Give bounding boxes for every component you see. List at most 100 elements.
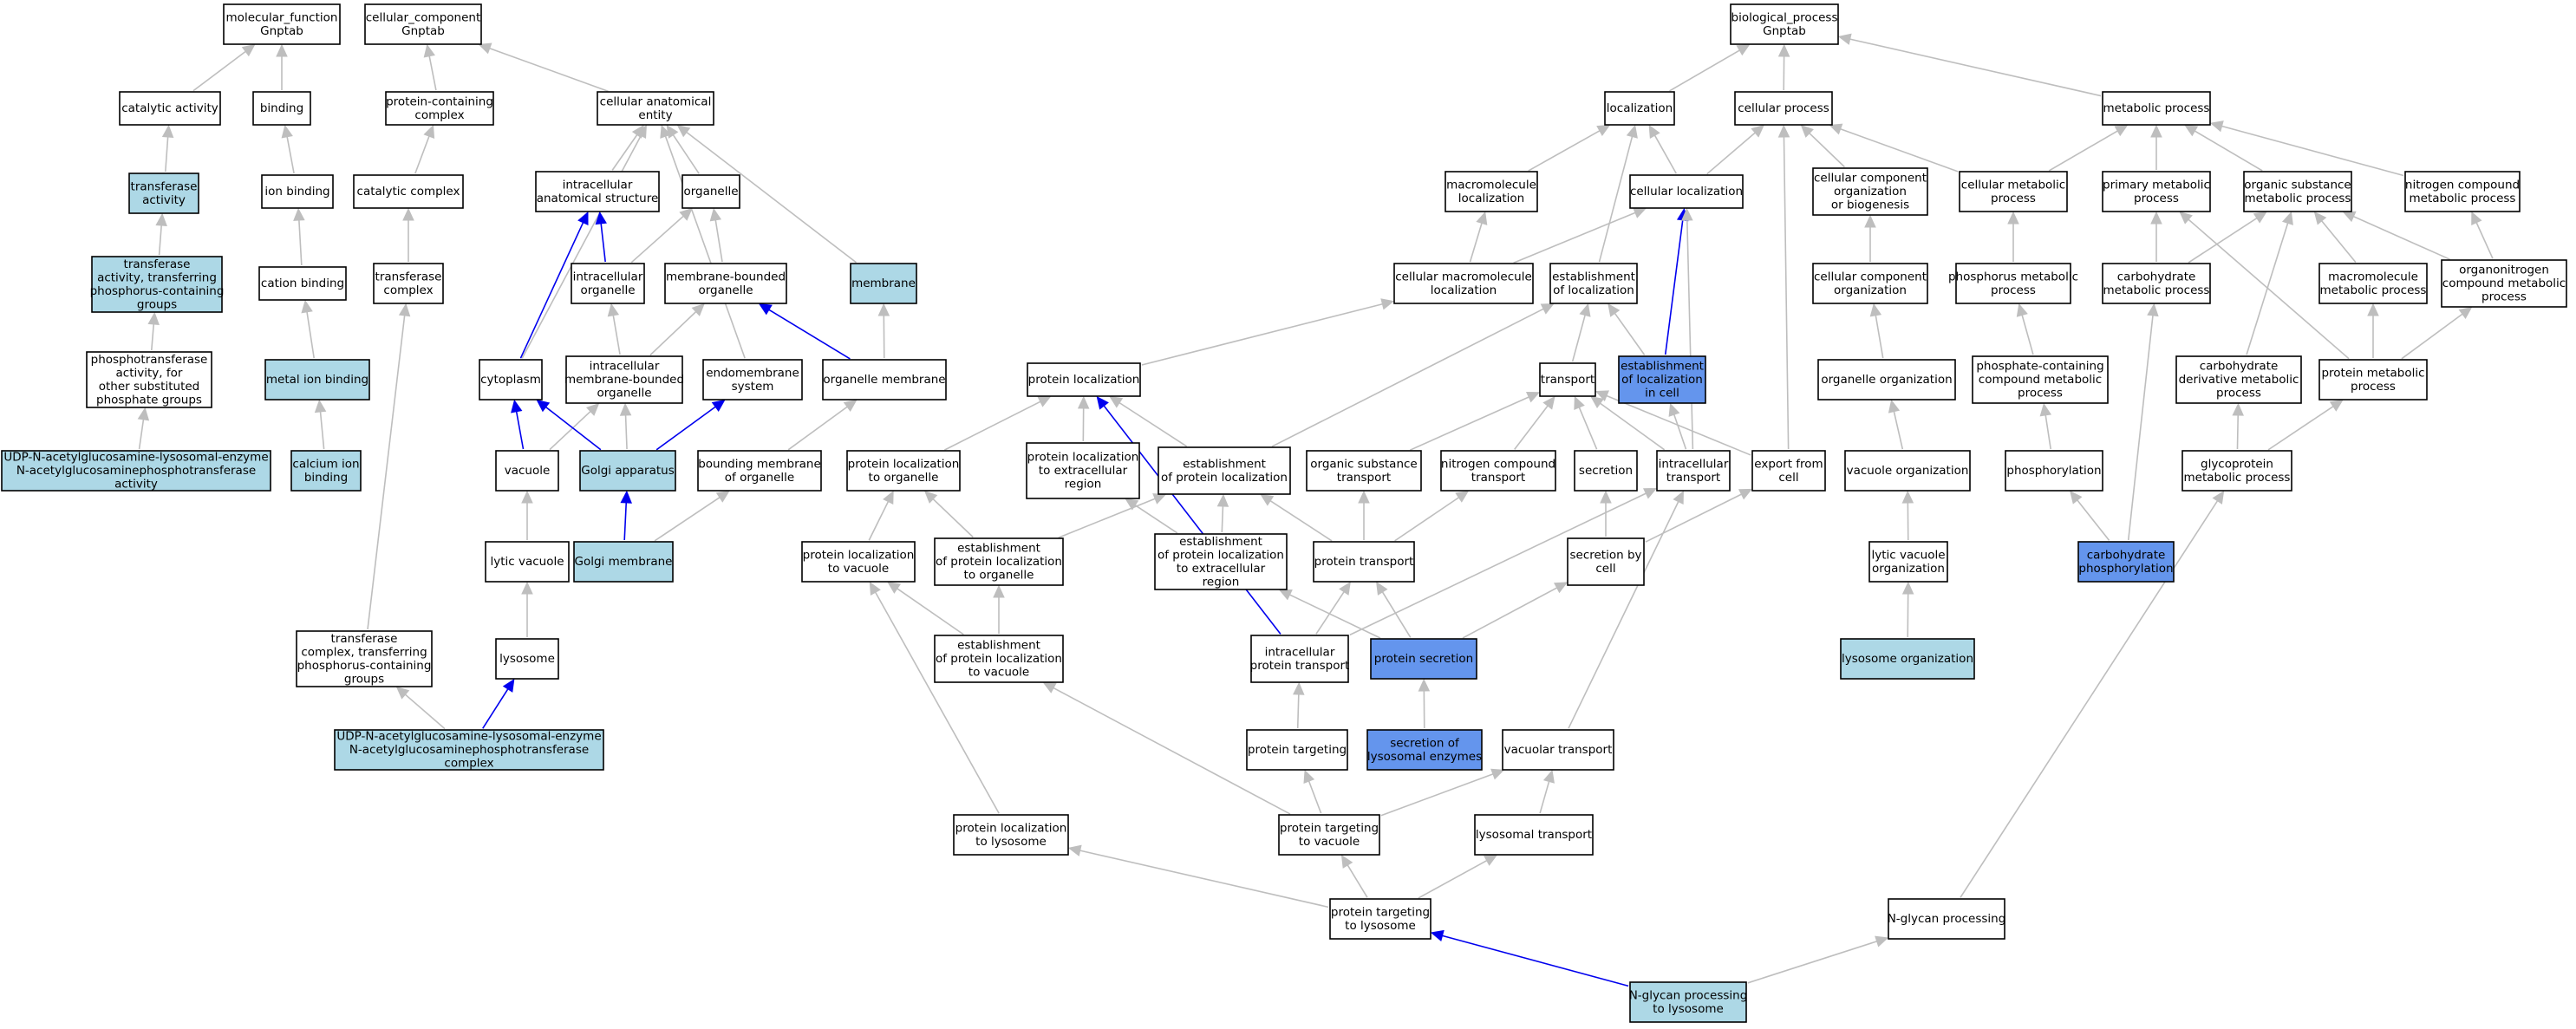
edge-vactrans-to-inttrans [1568, 490, 1684, 729]
edge-line [2021, 315, 2034, 355]
node-box [264, 359, 370, 401]
arrowhead-icon [1869, 303, 1882, 317]
arrowhead-icon [843, 399, 858, 413]
edge-export-to-cellproc [1777, 124, 1790, 450]
edge-glycomet-to-protmet [2267, 399, 2344, 451]
node-label: protein localization [955, 821, 1067, 835]
node-label: of protein localization [936, 555, 1062, 569]
node-label: protein localization [1027, 451, 1139, 465]
edge-line [414, 135, 430, 174]
node-catcomplex: catalytic complex [353, 174, 464, 209]
node-box [1868, 541, 1948, 583]
edge-line [2321, 220, 2357, 263]
node-box [1158, 446, 1291, 495]
edge-ipt-to-prottrans [1315, 581, 1351, 635]
edge-catact-to-mf [192, 43, 256, 92]
node-box [1629, 981, 1747, 1023]
node-box [479, 359, 543, 401]
edge-line [1960, 500, 2219, 898]
node-box [1313, 541, 1415, 583]
arrowhead-icon [1681, 207, 1693, 221]
node-label: metal ion binding [266, 373, 368, 387]
edge-line [1706, 132, 1756, 175]
node-label: cellular_component [366, 10, 480, 24]
node-box [1306, 450, 1422, 492]
node-box [597, 91, 714, 126]
edge-phosphotrans-to-taphos [147, 311, 160, 351]
arrowhead-icon [585, 402, 600, 416]
edge-vacuole-to-imbo [549, 402, 600, 451]
arrowhead-icon [161, 124, 174, 138]
node-label: ion binding [264, 185, 329, 199]
edge-line [2188, 218, 2350, 360]
edge-epito-to-estprotloc [1058, 493, 1167, 538]
arrowhead-icon [395, 686, 410, 700]
edge-imbo-to-mbo [649, 303, 705, 356]
arrowhead-icon [147, 311, 160, 326]
arrowhead-icon [1590, 395, 1604, 408]
node-label: to vacuole [828, 562, 889, 576]
edge-ost-to-transport [1409, 392, 1541, 451]
node-label: nitrogen compound [2405, 178, 2520, 192]
arrowhead-icon [1484, 854, 1498, 866]
edge-epito-to-plto [923, 490, 974, 538]
node-box [1812, 167, 1928, 216]
node-label: molecular_function [226, 10, 338, 24]
node-label: cellular metabolic [1961, 178, 2065, 192]
node-box [1445, 171, 1538, 212]
node-label: secretion [1579, 464, 1633, 478]
node-label: vacuole [505, 464, 551, 478]
node-box [1840, 638, 1975, 680]
node-protloc: protein localization [1027, 362, 1141, 397]
edge-line [654, 497, 721, 542]
edge-line [489, 48, 609, 93]
edge-epitecr-to-pltecr [1125, 498, 1178, 534]
edge-osmp-to-metproc [2184, 124, 2263, 172]
node-vactrans: vacuolar transport [1502, 729, 1614, 771]
arrowhead-icon [2007, 211, 2019, 225]
edge-protloc-to-cml [1141, 298, 1395, 366]
node-label: metabolic process [2103, 283, 2210, 297]
node-label: transferase [124, 257, 191, 271]
arrowhead-icon [1673, 490, 1684, 505]
node-box [2404, 171, 2521, 212]
arrowhead-icon [1278, 589, 1293, 601]
node-label: macromolecule [2328, 270, 2418, 283]
node-label: intracellular [563, 178, 633, 192]
node-label: secretion by [1569, 548, 1641, 562]
edge-nct-to-transport [1514, 395, 1555, 450]
arrowhead-icon [676, 124, 691, 138]
node-secretion: secretion [1574, 450, 1638, 492]
node-orgmem: organelle membrane [822, 359, 947, 401]
edge-line [404, 694, 446, 730]
arrowhead-icon [715, 490, 730, 503]
edge-pttl-to-pttv [1340, 854, 1368, 898]
node-box [535, 171, 660, 212]
node-binding: binding [252, 91, 311, 126]
node-label: catalytic activity [121, 101, 218, 115]
node-label: calcium ion [292, 457, 359, 471]
edge-cml-to-mmloc [1469, 211, 1488, 263]
edge-export-to-transport [1595, 390, 1751, 456]
edge-vacuole-to-cytoplasm [511, 399, 525, 450]
node-label: organelle membrane [823, 373, 945, 387]
arrowhead-icon [758, 303, 773, 316]
node-box [353, 174, 464, 209]
edge-line [624, 414, 628, 450]
edge-vacorg-to-orgorg [1888, 399, 1904, 450]
node-label: protein-containing [386, 94, 493, 108]
edge-lysosome-to-lyticvac [521, 581, 533, 637]
arrowhead-icon [1608, 303, 1621, 317]
node-label: glycoprotein [2201, 457, 2273, 471]
node-box [1440, 450, 1556, 492]
node-box [1549, 263, 1638, 304]
node-label: complex, transferring [301, 645, 427, 659]
edge-cytoplasm-to-cae [521, 124, 647, 359]
arrowhead-icon [2281, 211, 2293, 225]
edge-line [868, 501, 890, 541]
